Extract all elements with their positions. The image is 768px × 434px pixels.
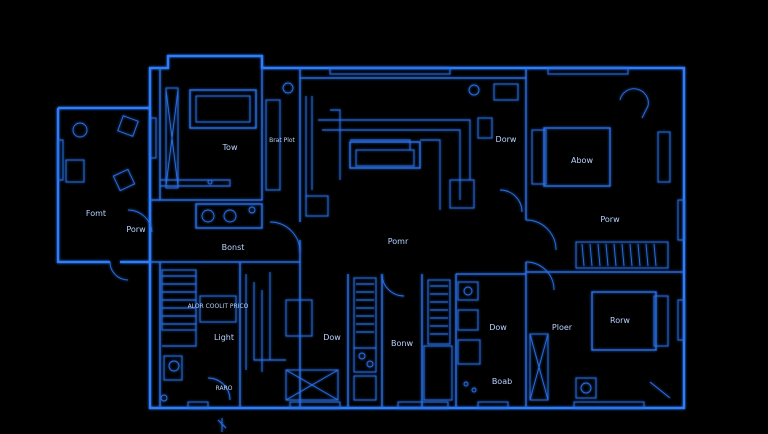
label-bedroom-right: Abow <box>571 156 593 165</box>
label-right-mid: Porw <box>600 215 620 224</box>
label-right-upper-top: Dorw <box>496 135 517 144</box>
label-rorw: Rorw <box>610 316 630 325</box>
interior-walls <box>150 68 684 408</box>
label-top-room: Tow <box>222 143 238 152</box>
label-dow-mid: Dow <box>323 333 341 342</box>
windows <box>57 67 685 409</box>
room-labels: Tow Brat Plot Fomt Porw Bonst Pomr Dorw … <box>86 135 630 392</box>
label-light: Light <box>214 333 234 342</box>
label-bath-mid: Bonst <box>222 243 245 252</box>
center-pipes <box>282 82 519 217</box>
label-stairs-note: ALOR COOLIT PRICO <box>188 303 249 310</box>
label-center: Pomr <box>388 237 409 246</box>
label-small-note: Brat Plot <box>269 137 295 144</box>
lower-center-closets <box>353 277 481 401</box>
label-raro: RARO <box>216 385 233 392</box>
label-boab: Boab <box>492 377 512 386</box>
door-swings <box>109 189 557 401</box>
label-left-room: Fomt <box>86 209 106 218</box>
bath-fixtures <box>195 203 263 229</box>
right-bedroom <box>531 88 671 269</box>
top-room-furniture <box>160 87 281 191</box>
label-lower-left: Porw <box>126 225 146 234</box>
label-dow-right: Dow <box>489 323 507 332</box>
lower-right-room <box>529 291 671 401</box>
stairs <box>160 269 339 432</box>
label-ploer: Ploer <box>552 323 573 332</box>
label-bonw: Bonw <box>391 339 413 348</box>
left-room-furniture <box>65 115 139 192</box>
